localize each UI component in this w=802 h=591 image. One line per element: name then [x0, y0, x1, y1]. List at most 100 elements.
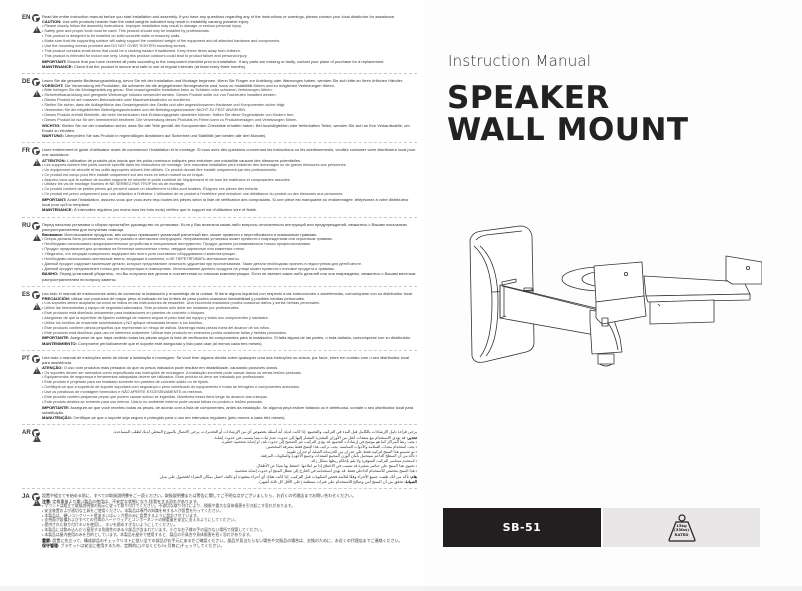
maintenance-label: MAINTENANCE: [42, 63, 73, 69]
maintenance-label: MAINTENANCE: [42, 207, 73, 213]
safety-bullet: Убедитесь, что несущая поверхность выдер… [42, 252, 417, 257]
warning-triangle-icon [33, 366, 41, 374]
caution-label: ATENÇÃO: [42, 365, 63, 371]
intro-text: Перед началом установки и сборки прочита… [42, 221, 407, 232]
important-label: WICHTIG: [42, 122, 61, 128]
intro-text: Lisez entièrement le guide d'utilisateur… [42, 147, 416, 158]
safety-bullet: يجب ربط المراكز كما هو موضح في إرشادات ا… [42, 440, 417, 445]
warning-triangle-icon [33, 499, 41, 507]
caution-label: VORSICHT: [42, 83, 64, 89]
safety-bullet: Un équipement de sécurité et les outils … [42, 168, 417, 173]
maintenance-label: 保守管理: [42, 543, 60, 549]
warning-triangle-icon [33, 302, 41, 310]
safety-bullet: 本製品には飲み込んだら窒息する危険性のある小部品が含まれています。小さなお子様の… [42, 528, 417, 533]
safety-bullet: Este produto contém pequenas peças que p… [42, 395, 417, 400]
weight-rating-box: 15kg (33lbs) RATED [603, 508, 760, 547]
intro-text: Leia todo o manual de instruções antes d… [42, 354, 409, 366]
maintenance-text: 保守管理: ブラケットは安全に使用するため、定期的に(少なくとも3ヶ月毎に)チェ… [42, 543, 417, 548]
safety-bullet: 本製品は、硬いコンクリート壁あるいはレンガ壁のみに設置するように設計されています… [42, 514, 417, 519]
caution-label: 注意: [42, 498, 52, 504]
important-body: Stellen Sie vor der Installation sicher,… [42, 122, 410, 133]
safety-bullet: تأكد من أن السطح الداعم سيتحمل بأمان الو… [42, 454, 417, 459]
safety-bullet: マウントは組立て取扱説明書の指示に従って取り付けてください。不適切な取り付けによ… [42, 504, 417, 509]
model-number-badge: SB-51 [443, 508, 601, 547]
important-label: IMPORTANTE: [42, 404, 70, 410]
language-code: FR [22, 148, 30, 155]
important-text: IMPORTANTE: Assegure-se que você recebeu… [42, 405, 417, 415]
warning-triangle-icon [33, 90, 41, 97]
language-section-en: EN Read the entire instruction manual be… [22, 14, 417, 74]
maintenance-body: Check that the product is secure and saf… [73, 63, 247, 69]
caution-body: Use with products heavier than the rated… [62, 19, 249, 25]
safety-bullet: Este producto contiene piezas pequeñas q… [42, 326, 417, 331]
safety-bullet: Este produto destina-se somente para uso… [42, 400, 417, 405]
weight-lbs: (33lbs) [673, 527, 690, 533]
intro-text: 設置や組立てを始める前に、すべての取扱説明書をご一読ください。取扱説明書または警… [42, 493, 357, 499]
important-text: WICHTIG: Stellen Sie vor der Installatio… [42, 123, 417, 133]
read-manual-icon [32, 429, 40, 438]
title-line-1: SPEAKER [447, 80, 610, 116]
intro-text: Lesen Sie die gesamte Bedienungsanleitun… [42, 78, 404, 83]
important-body: 設置に先立って、構成部品のチェックリストに従い全ての部品がお手元にあるかご確認く… [52, 537, 403, 543]
maintenance-label: الصيانة: [404, 479, 417, 485]
caution-body: L'utilisation de produits plus lourds qu… [66, 157, 302, 163]
language-code: RU [22, 222, 31, 229]
caution-text: VORSICHT: Die Verwendung mit Produkten, … [42, 83, 417, 88]
important-text: ВАЖНО: Перед установкой убедитесь, что В… [42, 271, 417, 281]
language-code: EN [22, 15, 31, 21]
safety-bullet: 提供された取り付けネジを使用し、ネジを締めすぎないようにしてください。 [42, 523, 417, 528]
safety-bullet: 支持面が設備およびすべての付属のハードウェアとコンポーネントの総重量を安全に支え… [42, 518, 417, 523]
weight-rating-icon: 15kg (33lbs) RATED [665, 513, 699, 543]
safety-bullets: يجب ربط المراكز كما هو موضح في إرشادات ا… [42, 440, 417, 474]
language-section-ar: AR يرجى قراءة دليل الإرشادات بالكامل قبل… [22, 429, 417, 490]
safety-bullet: Assurez-vous que la surface de soutien s… [42, 178, 417, 183]
caution-body: 定格重量より重い製品の使用は、不安定な状態になり,怪我をする恐れがあります。 [52, 498, 201, 504]
safety-bullet: Certifique-se que a superfície de suport… [42, 385, 417, 390]
caution-label: PRECAUCIÓN: [42, 296, 71, 302]
warning-triangle-icon [33, 233, 41, 241]
caution-label: Внимание: [42, 232, 64, 238]
read-manual-icon [32, 290, 40, 299]
caution-text: ATENÇÃO: O uso com produtos mais pesados… [42, 365, 417, 370]
safety-instructions-page: EN Read the entire instruction manual be… [0, 0, 425, 586]
safety-bullet: Este produto é projetado para ser instal… [42, 380, 417, 385]
caution-body: utilizar con productos de mayor peso al … [71, 296, 305, 302]
safety-bullet: 本製品は屋内使用のみを目的としています。本製品を屋外で使用すると、製品の不具合や… [42, 533, 417, 538]
title-line-2: WALL MOUNT [447, 112, 689, 148]
important-body: Asegúrese de que haya recibido todas las… [70, 335, 412, 341]
language-code: AR [22, 430, 31, 437]
rated-label: RATED [674, 531, 689, 537]
maintenance-body: À intervalles réguliers (au moins tous l… [73, 207, 258, 213]
maintenance-body: Compruebe periódicamente que el soporte … [78, 340, 263, 346]
weight-rating-text: 15kg (33lbs) RATED [670, 523, 694, 538]
caution-text: ATTENTION: L'utilisation de produits plu… [42, 158, 417, 163]
caution-text: تحذير: قد يؤدي الاستخدام مع منتجات أثقل … [42, 435, 417, 440]
language-code: DE [22, 79, 31, 85]
safety-bullet: 安全装置および適切な工具をご使用ください。本製品は専門の知識を有する人が設置を行… [42, 509, 417, 514]
safety-bullet: هذا المنتج مخصص للاستخدام الداخلي فقط. ق… [42, 469, 417, 474]
safety-bullet: Dieses Produkt ist auf massiven Betonwän… [42, 98, 417, 103]
safety-bullets: Please closely follow the assembly instr… [42, 24, 417, 58]
caution-text: Внимание: Использование продуктов, вес к… [42, 232, 417, 237]
safety-bullet: Este producto está diseñado para uso en … [42, 331, 417, 336]
safety-bullet: Ce produit est prévu uniquement pour une… [42, 192, 417, 197]
important-label: 重要: [42, 537, 52, 543]
page-title: SPEAKER WALL MOUNT [447, 82, 689, 146]
safety-bullet: Utilice los tornillos de ensamble sumini… [42, 321, 417, 326]
intro-text: Read the entire instruction manual befor… [42, 14, 396, 19]
maintenance-body: تحقق من أن المنتج آمن وصالح للاستخدام عل… [258, 479, 404, 485]
caution-body: Использование продуктов, вес которых пре… [64, 232, 318, 238]
safety-bullet: Verwenden Sie die mitgelieferten Befesti… [42, 108, 417, 113]
important-label: هام: [409, 473, 417, 479]
read-manual-icon [32, 354, 40, 363]
language-section-fr: FR Lisez entièrement le guide d'utilisat… [22, 147, 417, 218]
language-section-de: DE Lesen Sie die gesamte Bedienungsanlei… [22, 78, 417, 144]
caution-label: ATTENTION: [42, 157, 66, 163]
safety-bullet: This product contains small items that c… [42, 49, 417, 54]
safety-bullet: Utilice las herramientas y equipo de seg… [42, 306, 417, 311]
maintenance-body: ブラケットは安全に使用するため、定期的に(少なくとも3ヶ月毎に)チェックしてくだ… [60, 543, 225, 549]
safety-bullet: Stellen Sie sicher, dass die Auflagefläc… [42, 103, 417, 108]
caution-body: Die Verwendung mit Produkten, die schwer… [64, 83, 336, 89]
safety-bullet: Опоры должны быть установлены, как это у… [42, 237, 417, 242]
important-label: IMPORTANTE: [42, 335, 70, 341]
